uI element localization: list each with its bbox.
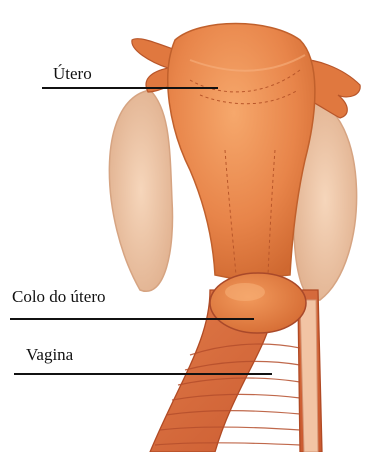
label-colo-do-utero: Colo do útero [12,288,106,305]
leader-line-utero [42,87,218,89]
cervix [210,273,306,333]
leader-line-colo-do-utero [10,318,254,320]
label-vagina: Vagina [26,346,73,363]
left-ovary [109,90,172,291]
leader-line-vagina [14,373,272,375]
label-utero: Útero [53,65,92,82]
